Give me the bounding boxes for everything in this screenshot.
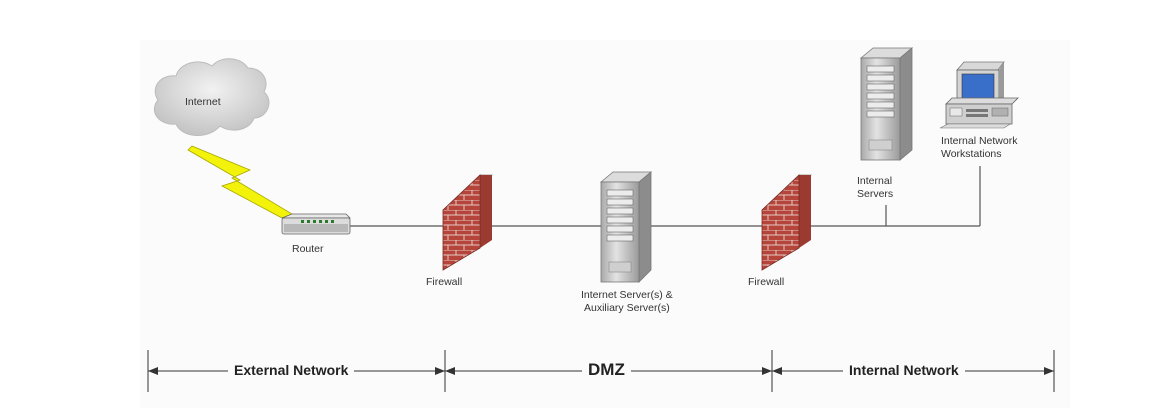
lightning-bolt-icon (187, 145, 293, 219)
firewall-left-label: Firewall (426, 276, 463, 288)
firewall-left-icon (441, 174, 494, 271)
internet-cloud-icon (153, 58, 270, 136)
internal-servers-label-line2: Servers (857, 188, 894, 200)
router-label: Router (292, 243, 324, 255)
internet-label: Internet (185, 96, 221, 108)
workstations-label-line1: Internal Network (941, 135, 1018, 147)
zone-label-dmz: DMZ (582, 360, 631, 380)
router-icon (281, 213, 351, 235)
firewall-right-icon (760, 174, 813, 271)
workstation-icon (939, 61, 1019, 129)
dmz-server-icon (599, 171, 653, 283)
network-links (348, 166, 981, 227)
zone-label-external: External Network (228, 362, 355, 378)
workstations-label-line2: Workstations (941, 148, 1002, 160)
firewall-right-label: Firewall (748, 276, 785, 288)
dmz-servers-label-line1: Internet Server(s) & (581, 289, 673, 301)
internal-servers-label-line1: Internal (857, 175, 893, 187)
dmz-servers-label-line2: Auxiliary Server(s) (584, 302, 670, 314)
zone-label-internal: Internal Network (843, 362, 965, 378)
internal-server-icon (859, 47, 914, 161)
